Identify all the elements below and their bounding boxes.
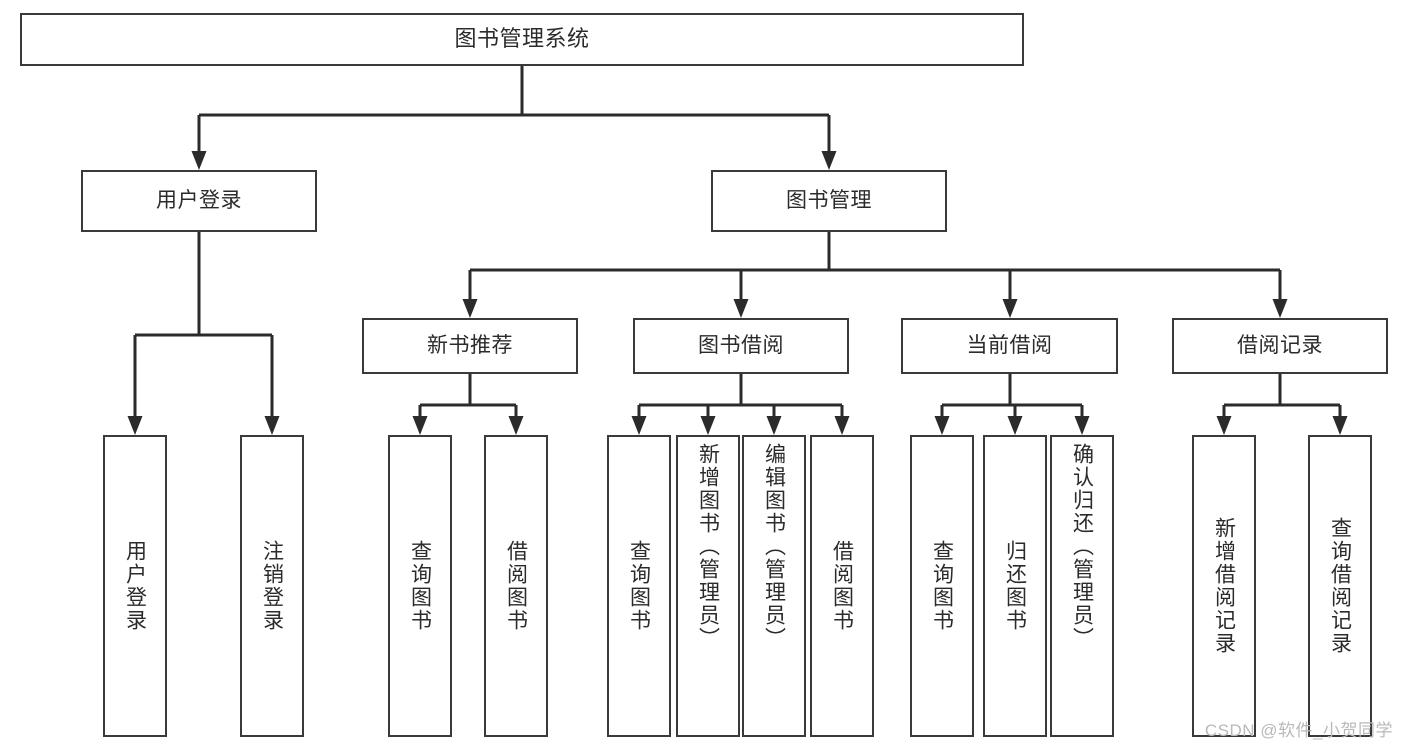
node-leaf-12-label: 查询借阅记录 — [1328, 517, 1352, 655]
node-level2-0: 用户登录 — [81, 170, 317, 232]
node-leaf-9: 归还图书 — [983, 435, 1047, 737]
node-leaf-4: 查询图书 — [607, 435, 671, 737]
node-leaf-9-label: 归还图书 — [1003, 540, 1027, 632]
node-root: 图书管理系统 — [20, 13, 1024, 66]
node-root-label: 图书管理系统 — [454, 26, 590, 52]
node-level3-3-label: 借阅记录 — [1237, 334, 1323, 358]
node-leaf-4-label: 查询图书 — [627, 540, 651, 632]
node-leaf-2: 查询图书 — [388, 435, 452, 737]
node-level2-1-label: 图书管理 — [786, 189, 872, 213]
node-level2-0-label: 用户登录 — [156, 189, 242, 213]
node-leaf-12: 查询借阅记录 — [1308, 435, 1372, 737]
node-leaf-1-label: 注销登录 — [260, 540, 284, 632]
node-level3-0: 新书推荐 — [362, 318, 578, 374]
node-leaf-0-label: 用户登录 — [123, 540, 147, 632]
node-leaf-1: 注销登录 — [240, 435, 304, 737]
node-level3-2: 当前借阅 — [901, 318, 1118, 374]
node-leaf-8-label: 查询图书 — [930, 540, 954, 632]
node-leaf-11: 新增借阅记录 — [1192, 435, 1256, 737]
node-level3-2-label: 当前借阅 — [966, 334, 1053, 358]
node-level3-1: 图书借阅 — [633, 318, 849, 374]
node-leaf-2-label: 查询图书 — [408, 540, 432, 632]
node-level2-1: 图书管理 — [711, 170, 947, 232]
node-level3-1-label: 图书借阅 — [698, 334, 784, 358]
node-leaf-5: 新增图书（管理员） — [676, 435, 740, 737]
node-leaf-7: 借阅图书 — [810, 435, 874, 737]
node-leaf-6: 编辑图书（管理员） — [742, 435, 806, 737]
node-leaf-3-label: 借阅图书 — [504, 540, 528, 632]
node-leaf-6-label: 编辑图书（管理员） — [762, 443, 786, 650]
node-leaf-10: 确认归还（管理员） — [1050, 435, 1114, 737]
node-leaf-0: 用户登录 — [103, 435, 167, 737]
node-level3-0-label: 新书推荐 — [427, 334, 513, 358]
node-leaf-10-label: 确认归还（管理员） — [1070, 443, 1094, 650]
node-leaf-8: 查询图书 — [910, 435, 974, 737]
node-leaf-3: 借阅图书 — [484, 435, 548, 737]
node-leaf-5-label: 新增图书（管理员） — [696, 443, 720, 650]
node-leaf-7-label: 借阅图书 — [830, 540, 854, 632]
node-level3-3: 借阅记录 — [1172, 318, 1388, 374]
node-leaf-11-label: 新增借阅记录 — [1212, 517, 1236, 655]
